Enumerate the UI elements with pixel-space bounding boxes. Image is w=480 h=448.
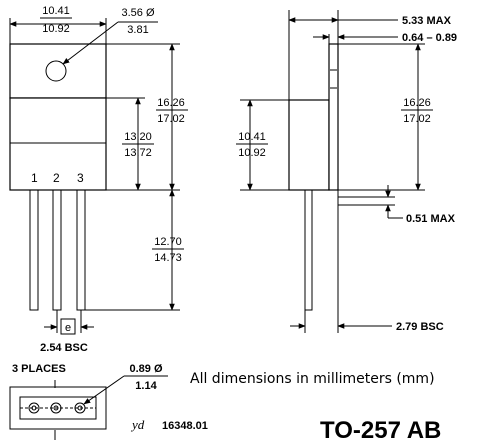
dim-flange: 0.64 – 0.89 xyxy=(402,32,457,44)
side-body xyxy=(288,99,330,191)
dim-side-height-bottom: 17.02 xyxy=(403,113,431,125)
units-note: All dimensions in millimeters (mm) xyxy=(190,371,435,387)
dim-lead-length-top: 12.70 xyxy=(154,236,182,248)
drafter-initials: yd xyxy=(130,417,145,432)
pitch-symbol: e xyxy=(65,322,71,334)
lead-1 xyxy=(29,189,39,311)
dim-pin-dia-top: 0.89 Ø xyxy=(129,363,162,375)
dim-pin-dia-bottom: 1.14 xyxy=(135,380,157,392)
front-tab xyxy=(9,43,107,99)
lead-3 xyxy=(76,189,86,311)
bottom-pin-2 xyxy=(50,402,62,414)
dim-hole-top: 3.56 Ø xyxy=(121,7,154,19)
dim-total-height-bottom: 17.02 xyxy=(157,113,185,125)
dim-tab-thickness: 5.33 MAX xyxy=(402,15,452,27)
dim-hole-bottom: 3.81 xyxy=(127,24,148,36)
dim-body-height-top: 13.20 xyxy=(124,131,152,143)
dim-total-height-top: 16.26 xyxy=(157,97,185,109)
dim-lead-offset: 2.79 BSC xyxy=(396,321,444,333)
dim-lead-length-bottom: 14.73 xyxy=(154,252,182,264)
bottom-view: 3 PLACES 0.89 Ø 1.14 xyxy=(9,363,168,440)
side-view: 5.33 MAX 0.64 – 0.89 16.26 17.02 10.41 1… xyxy=(236,10,457,333)
dim-width-top: 10.41 xyxy=(42,5,70,17)
bottom-outline xyxy=(9,386,107,430)
pin-2-label: 2 xyxy=(53,171,60,185)
pin-1-label: 1 xyxy=(31,171,38,185)
mounting-hole xyxy=(45,60,67,82)
dim-pitch: 2.54 BSC xyxy=(40,342,88,354)
dim-lead-thickness: 0.51 MAX xyxy=(406,213,456,225)
dim-side-height-top: 16.26 xyxy=(403,97,431,109)
bottom-pin-3 xyxy=(74,402,86,414)
dim-width-bottom: 10.92 xyxy=(42,23,70,35)
pin-3-label: 3 xyxy=(77,171,84,185)
bottom-pin-1 xyxy=(28,402,40,414)
pitch-symbol-box xyxy=(60,318,76,335)
bottom-view-label: 3 PLACES xyxy=(12,363,66,375)
drawing-number: 16348.01 xyxy=(162,420,208,432)
front-view: 1 2 3 10.41 10.92 3.56 Ø 3.81 16.26 17.0… xyxy=(9,5,188,354)
dim-side-body-bottom: 10.92 xyxy=(238,147,266,159)
dim-body-height-bottom: 13.72 xyxy=(124,147,152,159)
side-tab xyxy=(328,43,339,191)
dim-side-body-top: 10.41 xyxy=(238,131,266,143)
side-lead xyxy=(304,189,313,311)
package-title: TO-257 AB xyxy=(320,417,441,444)
lead-2 xyxy=(52,189,62,311)
